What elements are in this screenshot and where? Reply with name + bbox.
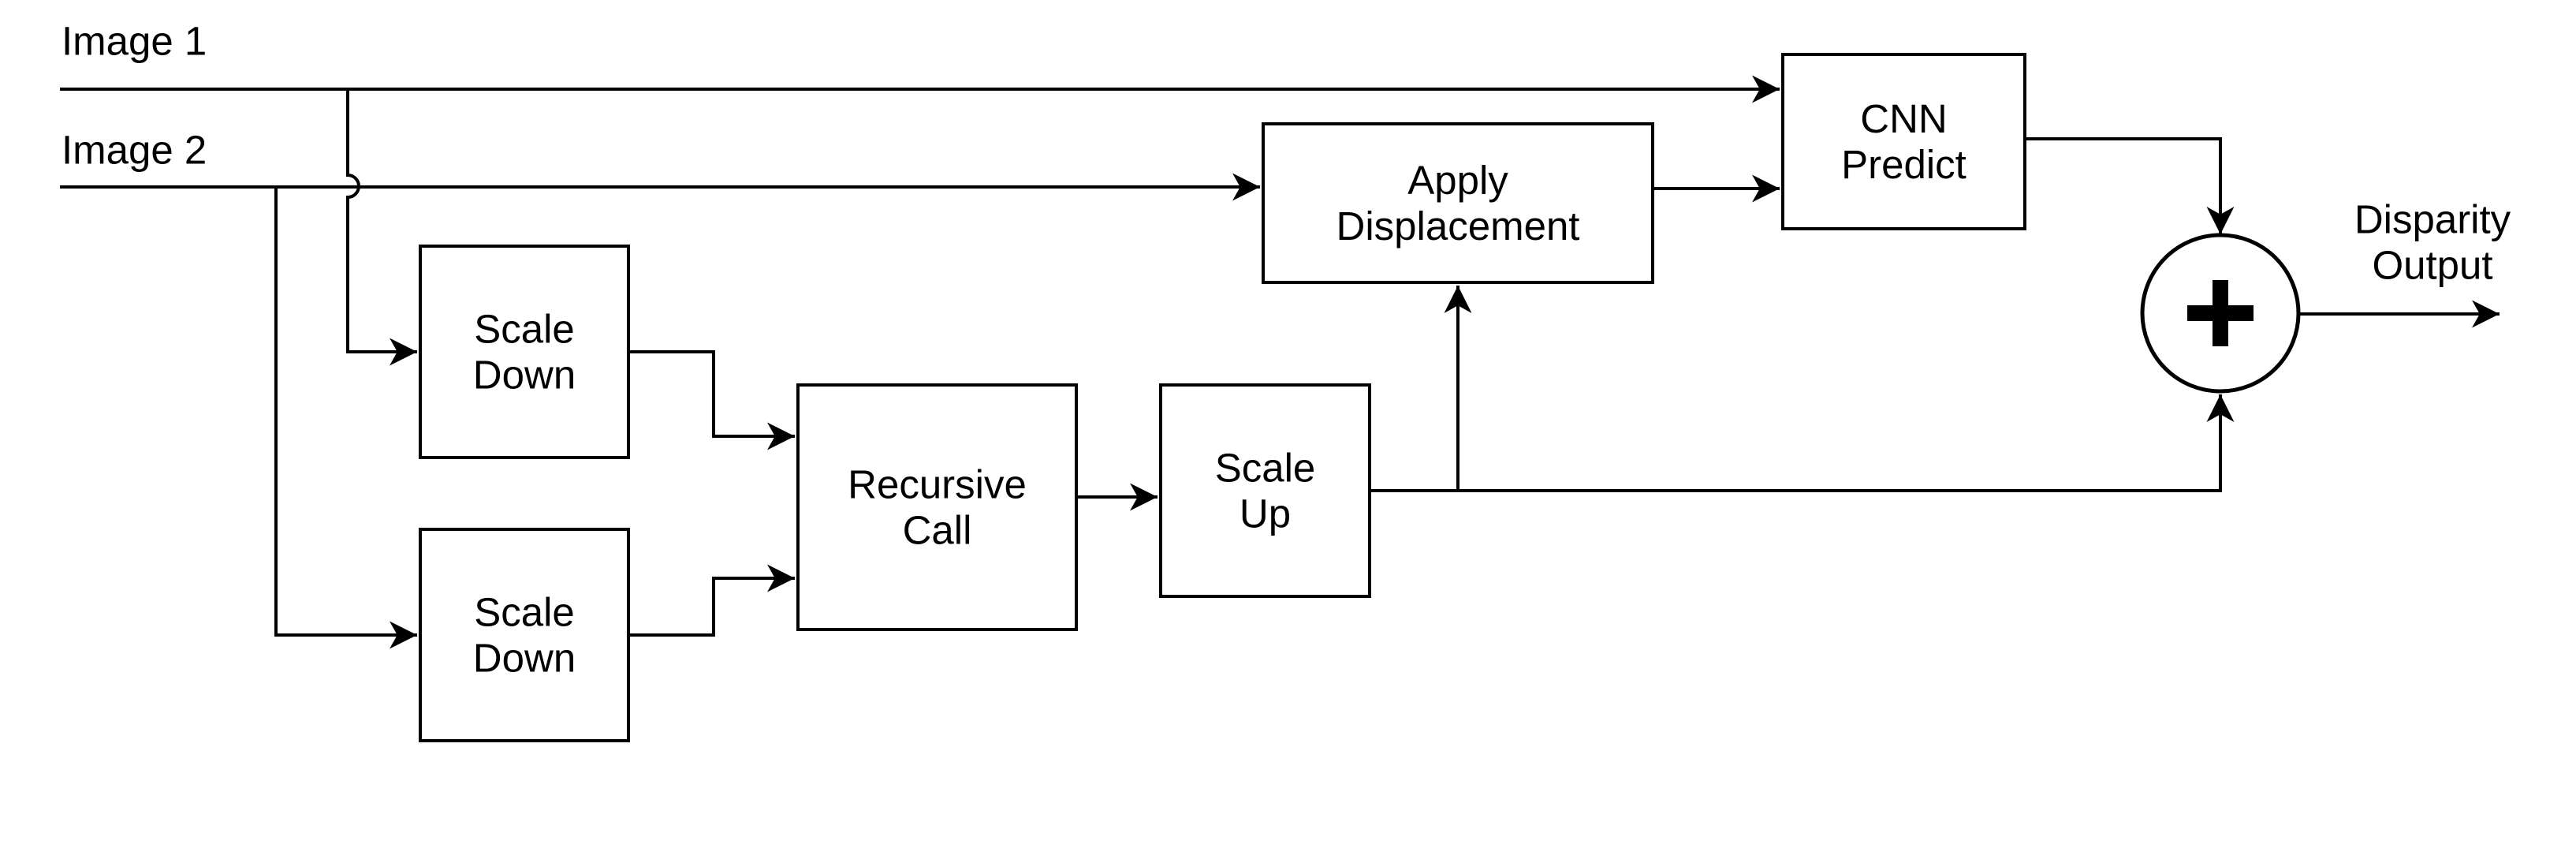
image-2-label: Image 2 bbox=[62, 128, 207, 173]
node-apply-displacement-label-line-1: Apply bbox=[1407, 158, 1508, 203]
node-cnn-predict-box bbox=[1781, 53, 2026, 230]
node-scale-up-box bbox=[1159, 383, 1371, 598]
node-apply-displacement-box bbox=[1262, 122, 1654, 284]
node-scale-down-2-label-line-2: Down bbox=[473, 636, 576, 681]
image-1-label: Image 1 bbox=[62, 19, 207, 64]
edge-scale-down-2-to-recursive-call bbox=[628, 564, 795, 637]
node-scale-up-label-line-1: Scale bbox=[1215, 446, 1316, 491]
node-recursive-call-label-line-2: Call bbox=[903, 508, 972, 553]
edge-image1-branch-to-scale-down-1 bbox=[346, 89, 417, 366]
node-scale-down-1-label-line-2: Down bbox=[473, 353, 576, 398]
edge-scale-up-to-sum bbox=[1370, 394, 2235, 492]
edge-scale-down-1-to-recursive-call bbox=[628, 350, 795, 450]
disparity-output-label-line-2: Output bbox=[2372, 243, 2492, 288]
node-scale-down-2-box bbox=[419, 528, 630, 742]
node-recursive-call-label-line-1: Recursive bbox=[848, 462, 1027, 507]
disparity-output-label-line-1: Disparity bbox=[2354, 197, 2511, 242]
edges-layer bbox=[60, 75, 2500, 649]
edge-cnn-predict-to-sum bbox=[2026, 137, 2235, 234]
node-scale-up-label-line-2: Up bbox=[1240, 491, 1291, 536]
nodes-layer: ScaleDownScaleDownRecursiveCallScaleUpAp… bbox=[419, 53, 2301, 742]
image-1-label-line-1: Image 1 bbox=[62, 19, 207, 64]
node-cnn-predict-label-line-2: Predict bbox=[1841, 142, 1966, 187]
edge-image2-branch-to-scale-down-2 bbox=[274, 187, 417, 649]
node-cnn-predict-label-line-1: CNN bbox=[1860, 96, 1948, 141]
node-sum-junction bbox=[2140, 233, 2301, 394]
node-recursive-call-box bbox=[796, 383, 1078, 631]
plus-icon bbox=[2187, 280, 2254, 346]
node-apply-displacement-label-line-2: Displacement bbox=[1336, 204, 1580, 248]
node-scale-down-1-label-line-1: Scale bbox=[474, 307, 575, 352]
image-2-label-line-1: Image 2 bbox=[62, 128, 207, 173]
node-scale-down-2-label-line-1: Scale bbox=[474, 590, 575, 635]
node-scale-down-1-box bbox=[419, 245, 630, 459]
